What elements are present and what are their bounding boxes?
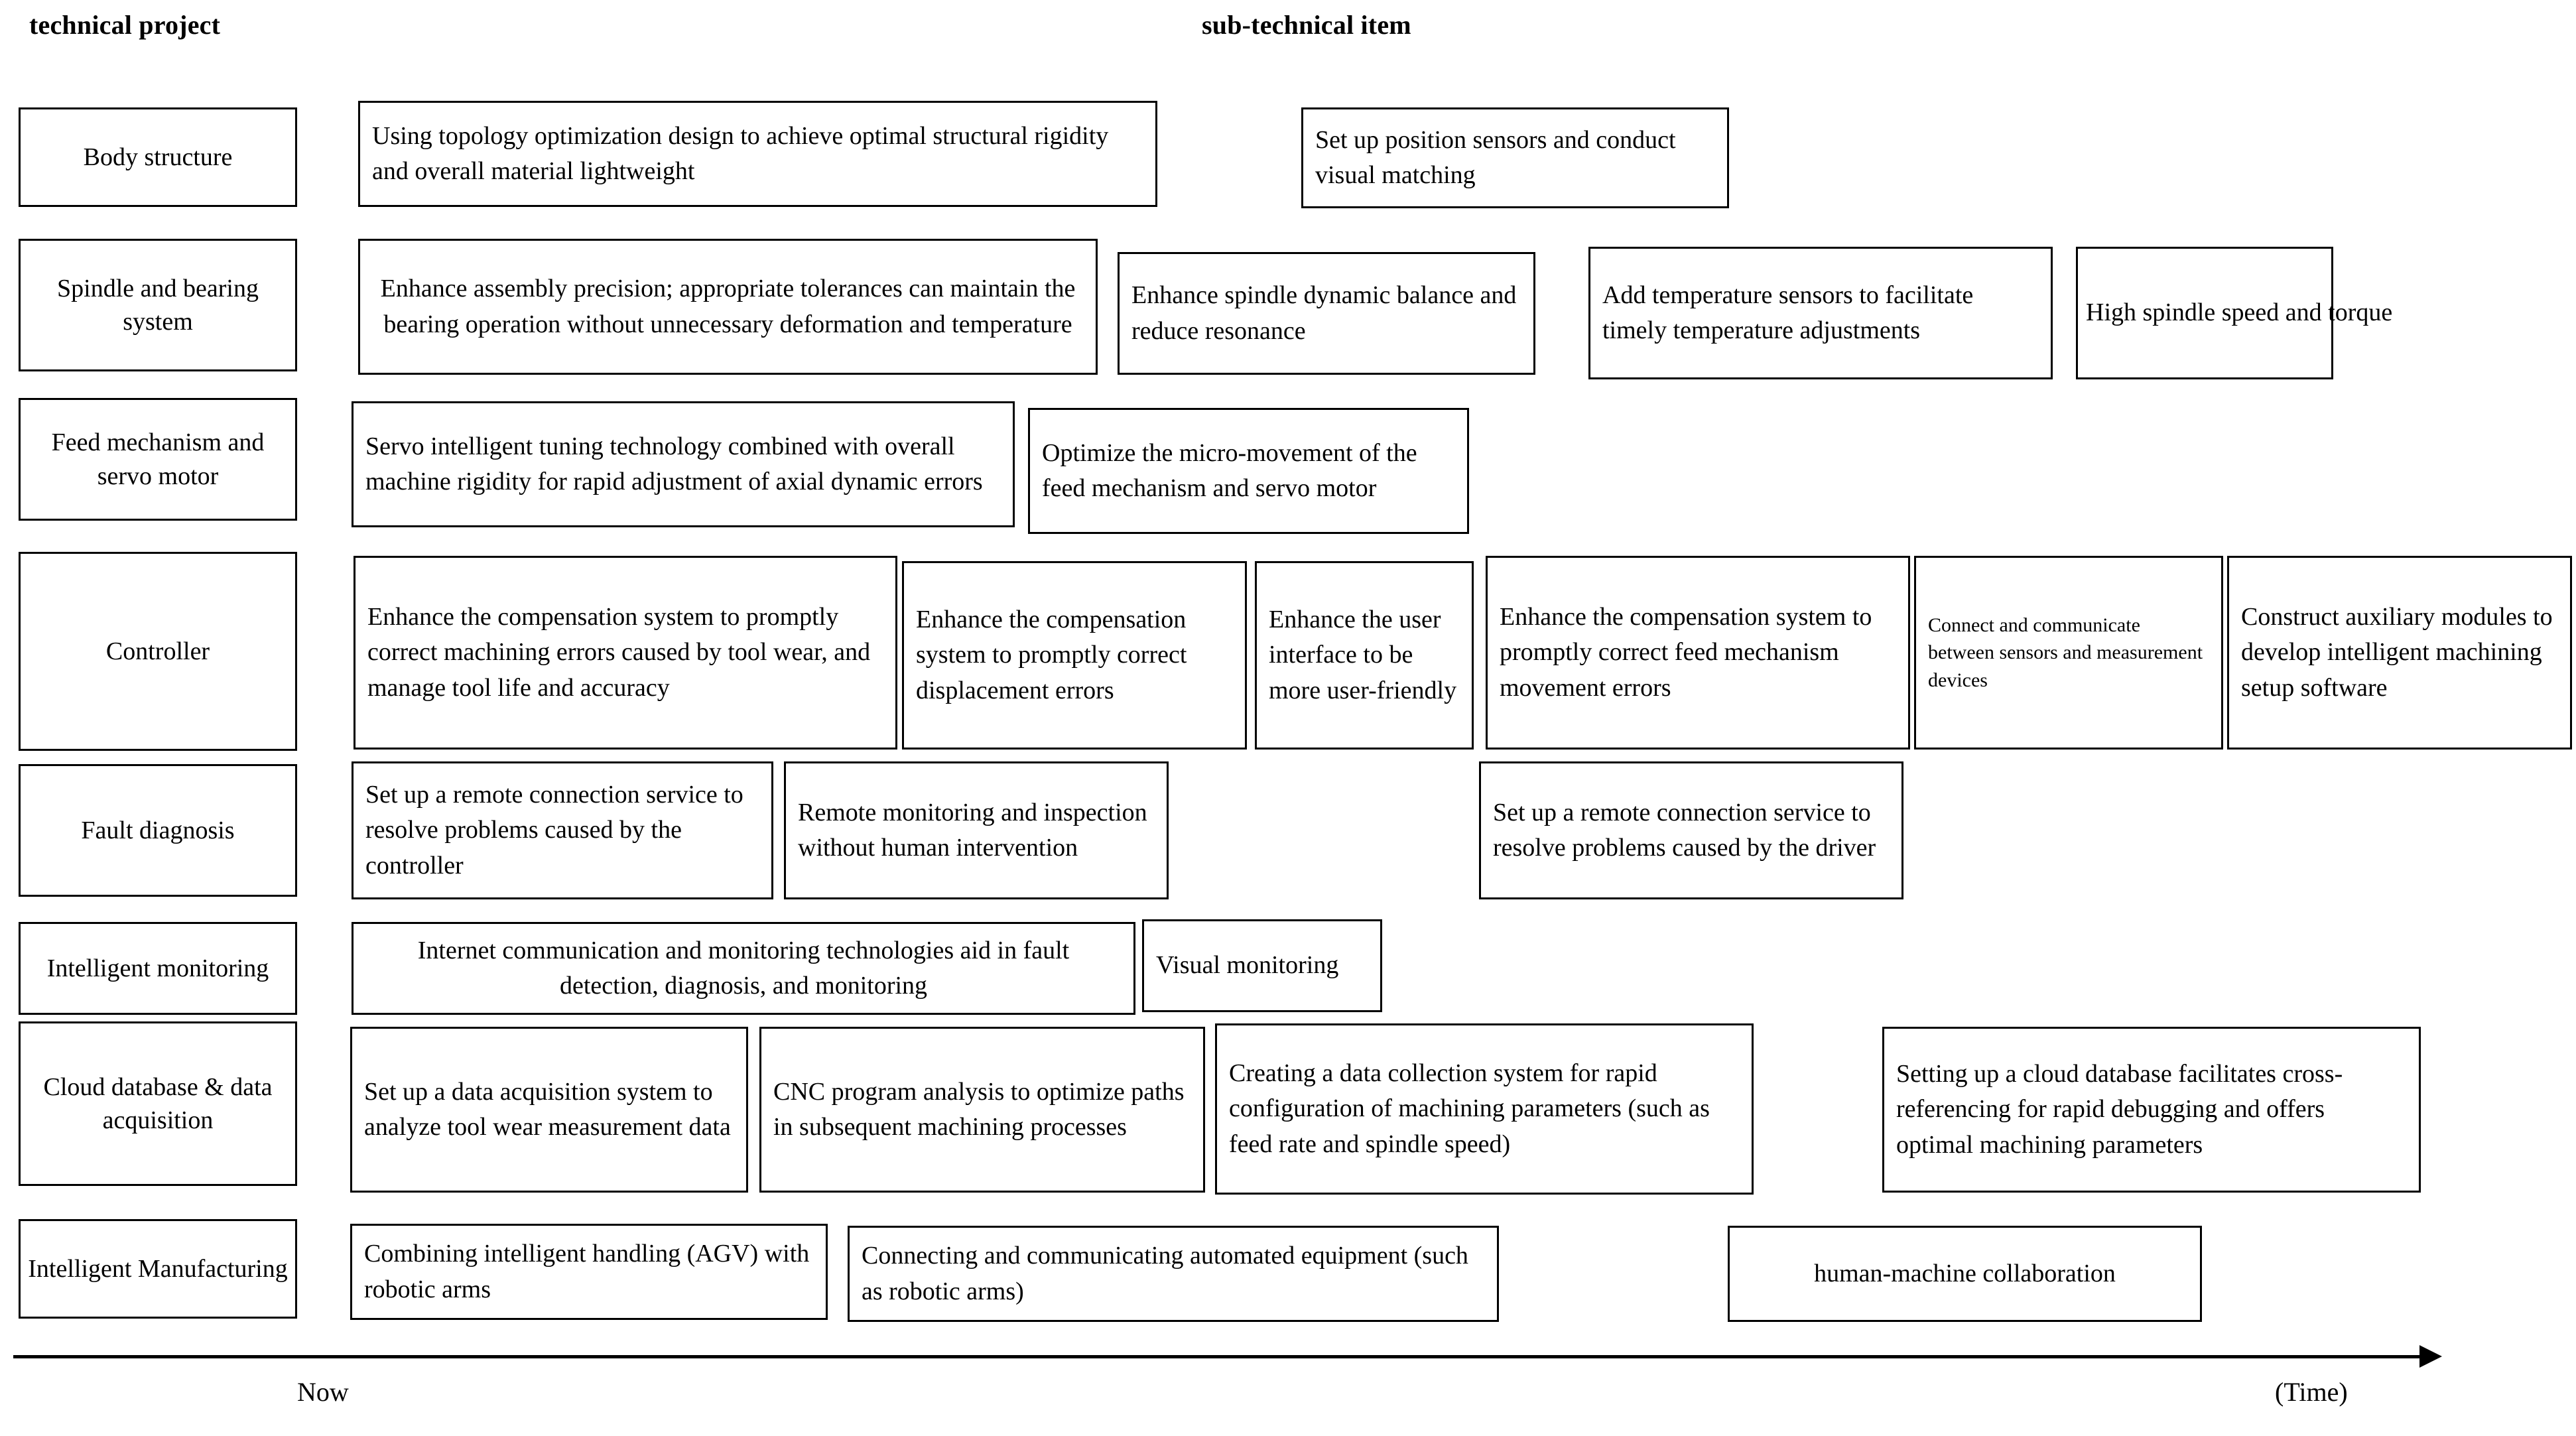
category-label: Controller (105, 637, 210, 665)
item-box-r7-c4[interactable]: Setting up a cloud database facilitates … (1882, 1027, 2421, 1193)
item-text: Internet communication and monitoring te… (417, 936, 1070, 1000)
item-text: Enhance the compensation system to promp… (367, 603, 871, 702)
category-label: Intelligent Manufacturing (28, 1254, 288, 1283)
item-box-r8-c3[interactable]: human-machine collaboration (1728, 1226, 2202, 1322)
category-box-cloud-database-and-data-acquisition[interactable]: Cloud database & data acquisition (19, 1021, 297, 1186)
item-box-r5-c2[interactable]: Remote monitoring and inspection without… (784, 761, 1169, 899)
item-box-r8-c2[interactable]: Connecting and communicating automated e… (848, 1226, 1499, 1322)
time-axis-arrow-icon (2419, 1345, 2442, 1368)
category-label: Fault diagnosis (81, 816, 235, 844)
item-box-r2-c2[interactable]: Enhance spindle dynamic balance and redu… (1118, 252, 1535, 375)
category-box-fault-diagnosis[interactable]: Fault diagnosis (19, 764, 297, 897)
category-box-intelligent-manufacturing[interactable]: Intelligent Manufacturing (19, 1219, 297, 1319)
category-label: Cloud database & data acquisition (43, 1073, 273, 1134)
item-box-r4-c5[interactable]: Connect and communicate between sensors … (1914, 556, 2223, 750)
item-box-r4-c6[interactable]: Construct auxiliary modules to develop i… (2227, 556, 2572, 750)
item-box-r4-c4[interactable]: Enhance the compensation system to promp… (1486, 556, 1910, 750)
item-text: Set up a data acquisition system to anal… (364, 1077, 731, 1141)
item-text: Set up position sensors and conduct visu… (1315, 125, 1676, 189)
item-text: Set up a remote connection service to re… (365, 781, 743, 880)
item-box-r5-c3[interactable]: Set up a remote connection service to re… (1479, 761, 1903, 899)
axis-label-now: Now (297, 1377, 349, 1407)
item-text: Using topology optimization design to ac… (372, 121, 1109, 185)
item-box-r1-c1[interactable]: Using topology optimization design to ac… (358, 101, 1157, 207)
item-text: Connect and communicate between sensors … (1928, 614, 2203, 691)
item-box-r7-c1[interactable]: Set up a data acquisition system to anal… (350, 1027, 748, 1193)
axis-label-time: (Time) (2275, 1377, 2348, 1407)
item-text: Combining intelligent handling (AGV) wit… (364, 1240, 810, 1303)
item-text: Construct auxiliary modules to develop i… (2241, 603, 2553, 702)
item-box-r5-c1[interactable]: Set up a remote connection service to re… (352, 761, 773, 899)
item-text: Enhance assembly precision; appropriate … (380, 275, 1076, 338)
time-axis-line (13, 1355, 2421, 1358)
header-technical-project: technical project (29, 10, 221, 40)
item-box-r4-c2[interactable]: Enhance the compensation system to promp… (902, 561, 1247, 750)
category-label: Body structure (83, 143, 233, 171)
item-box-r6-c2[interactable]: Visual monitoring (1142, 919, 1382, 1012)
category-label: Intelligent monitoring (46, 954, 269, 982)
item-box-r8-c1[interactable]: Combining intelligent handling (AGV) wit… (350, 1224, 828, 1320)
category-box-spindle-and-bearing-system[interactable]: Spindle and bearing system (19, 239, 297, 371)
item-text: Visual monitoring (1156, 951, 1339, 980)
item-box-r7-c3[interactable]: Creating a data collection system for ra… (1215, 1023, 1754, 1195)
item-text: CNC program analysis to optimize paths i… (773, 1077, 1185, 1141)
item-box-r3-c1[interactable]: Servo intelligent tuning technology comb… (352, 401, 1015, 527)
header-sub-technical-item: sub-technical item (1202, 10, 1411, 40)
item-box-r7-c2[interactable]: CNC program analysis to optimize paths i… (759, 1027, 1205, 1193)
item-text: Enhance the user interface to be more us… (1269, 606, 1457, 704)
item-box-r2-c1[interactable]: Enhance assembly precision; appropriate … (358, 239, 1098, 375)
item-box-r3-c2[interactable]: Optimize the micro-movement of the feed … (1028, 408, 1469, 534)
category-label: Spindle and bearing system (57, 274, 259, 336)
item-text: Set up a remote connection service to re… (1493, 798, 1876, 862)
category-box-feed-mechanism-and-servo-motor[interactable]: Feed mechanism and servo motor (19, 398, 297, 521)
item-text: Setting up a cloud database facilitates … (1896, 1060, 2343, 1159)
item-box-r2-c4[interactable]: High spindle speed and torque (2076, 247, 2392, 379)
item-box-r6-c1[interactable]: Internet communication and monitoring te… (352, 922, 1135, 1015)
item-text: Add temperature sensors to facilitate ti… (1602, 281, 1974, 344)
item-text: Servo intelligent tuning technology comb… (365, 432, 983, 495)
item-text: Enhance the compensation system to promp… (1500, 603, 1872, 702)
item-text: Creating a data collection system for ra… (1229, 1059, 1710, 1158)
item-text: Optimize the micro-movement of the feed … (1042, 438, 1417, 502)
item-box-r1-c2[interactable]: Set up position sensors and conduct visu… (1301, 107, 1729, 208)
item-box-r4-c1[interactable]: Enhance the compensation system to promp… (354, 556, 897, 750)
category-label: Feed mechanism and servo motor (51, 428, 265, 490)
item-text: Connecting and communicating automated e… (862, 1242, 1468, 1305)
category-box-body-structure[interactable]: Body structure (19, 107, 297, 207)
item-text: Enhance spindle dynamic balance and redu… (1131, 281, 1517, 345)
category-box-intelligent-monitoring[interactable]: Intelligent monitoring (19, 922, 297, 1015)
item-text: Enhance the compensation system to promp… (916, 606, 1187, 704)
item-text: High spindle speed and torque (2086, 298, 2393, 327)
item-text: human-machine collaboration (1814, 1259, 2116, 1287)
item-box-r4-c3[interactable]: Enhance the user interface to be more us… (1255, 561, 1474, 750)
item-text: Remote monitoring and inspection without… (798, 798, 1147, 862)
item-box-r2-c3[interactable]: Add temperature sensors to facilitate ti… (1588, 247, 2053, 379)
category-box-controller[interactable]: Controller (19, 552, 297, 751)
